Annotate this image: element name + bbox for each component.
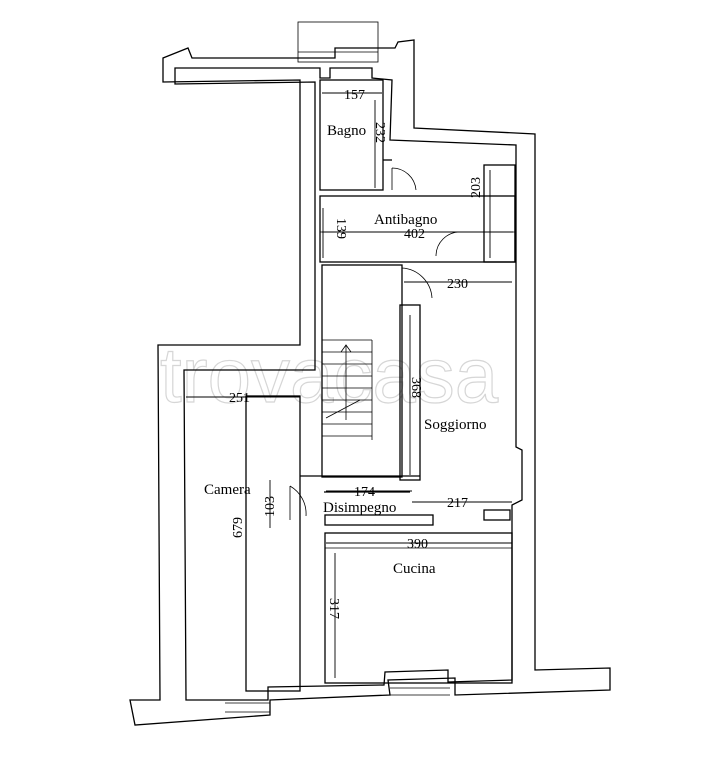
bottom-windows <box>225 687 450 713</box>
dimension-lines <box>186 92 513 690</box>
doors <box>289 167 461 520</box>
top-window <box>297 21 379 63</box>
dim-cucina-width: 390 <box>407 537 428 552</box>
dim-soggiorno-height: 368 <box>408 377 423 398</box>
dim-camera-width: 251 <box>229 391 250 406</box>
watermark: trovacasa <box>160 331 499 419</box>
interior-walls <box>245 79 516 692</box>
dim-bagno-width: 157 <box>344 88 365 103</box>
dim-antibagno-height-left: 139 <box>333 218 348 239</box>
bagno-door <box>391 167 417 191</box>
dim-disimpegno-right: 217 <box>447 496 468 511</box>
dim-camera-door: 103 <box>263 496 278 517</box>
dim-antibagno-height-right: 203 <box>469 177 484 198</box>
room-label-soggiorno: Soggiorno <box>424 417 487 433</box>
room-label-antibagno: Antibagno <box>374 212 437 228</box>
room-label-camera: Camera <box>204 482 251 498</box>
dim-camera-height: 679 <box>231 517 246 538</box>
room-label-bagno: Bagno <box>327 123 366 139</box>
dim-disimpegno-width: 174 <box>354 485 375 500</box>
antibagno-door <box>435 231 461 257</box>
dim-antibagno-width: 402 <box>404 227 425 242</box>
staircase <box>322 339 373 440</box>
outer-walls <box>129 39 611 726</box>
dim-bagno-height: 232 <box>372 122 387 143</box>
room-label-cucina: Cucina <box>393 561 436 577</box>
camera-door <box>289 485 307 520</box>
dim-cucina-height: 317 <box>326 598 341 619</box>
room-label-disimpegno: Disimpegno <box>323 500 396 516</box>
soggiorno-door <box>401 267 433 300</box>
dim-soggiorno-width: 230 <box>447 277 468 292</box>
